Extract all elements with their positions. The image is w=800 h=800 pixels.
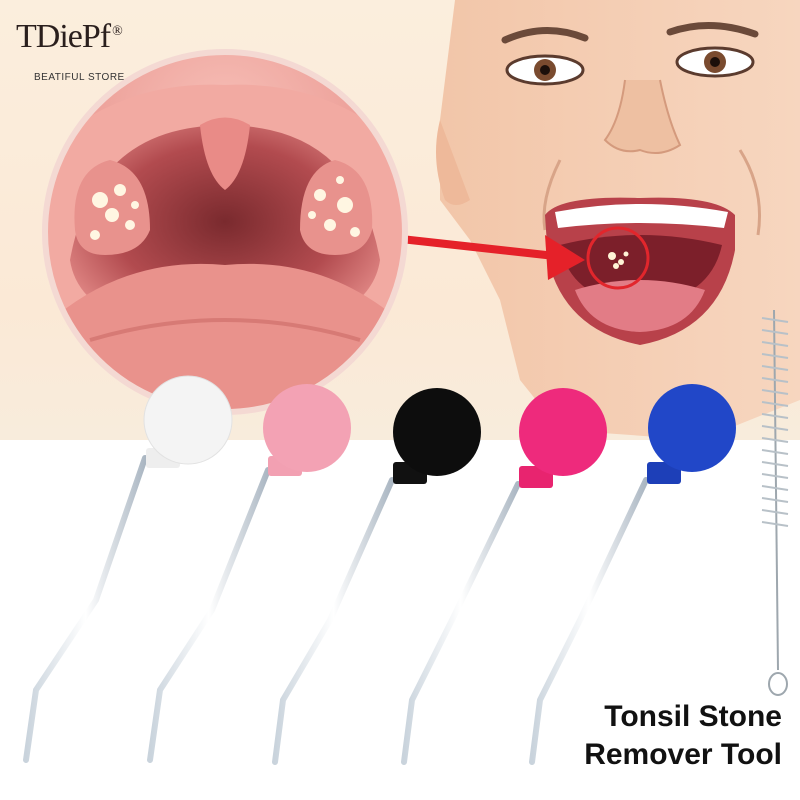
product-caption: Tonsil Stone Remover Tool [584, 698, 782, 774]
red-arrow [391, 234, 585, 280]
face-illustration [436, 0, 800, 440]
product-white [23, 375, 233, 763]
caption-line-1: Tonsil Stone [604, 700, 782, 733]
registered-mark: ® [112, 23, 123, 39]
product-magenta [401, 388, 607, 765]
brand-logo: TDiePf® BEATIFUL STORE [16, 18, 156, 88]
brand-tagline: BEATIFUL STORE [34, 72, 125, 83]
cleaning-brush [761, 309, 789, 696]
product-black [272, 388, 481, 765]
caption-line-2: Remover Tool [584, 738, 782, 771]
product-pink [147, 384, 351, 763]
tonsil-closeup [42, 49, 408, 415]
product-blue [529, 384, 736, 765]
brand-name: TDiePf® [16, 18, 123, 55]
